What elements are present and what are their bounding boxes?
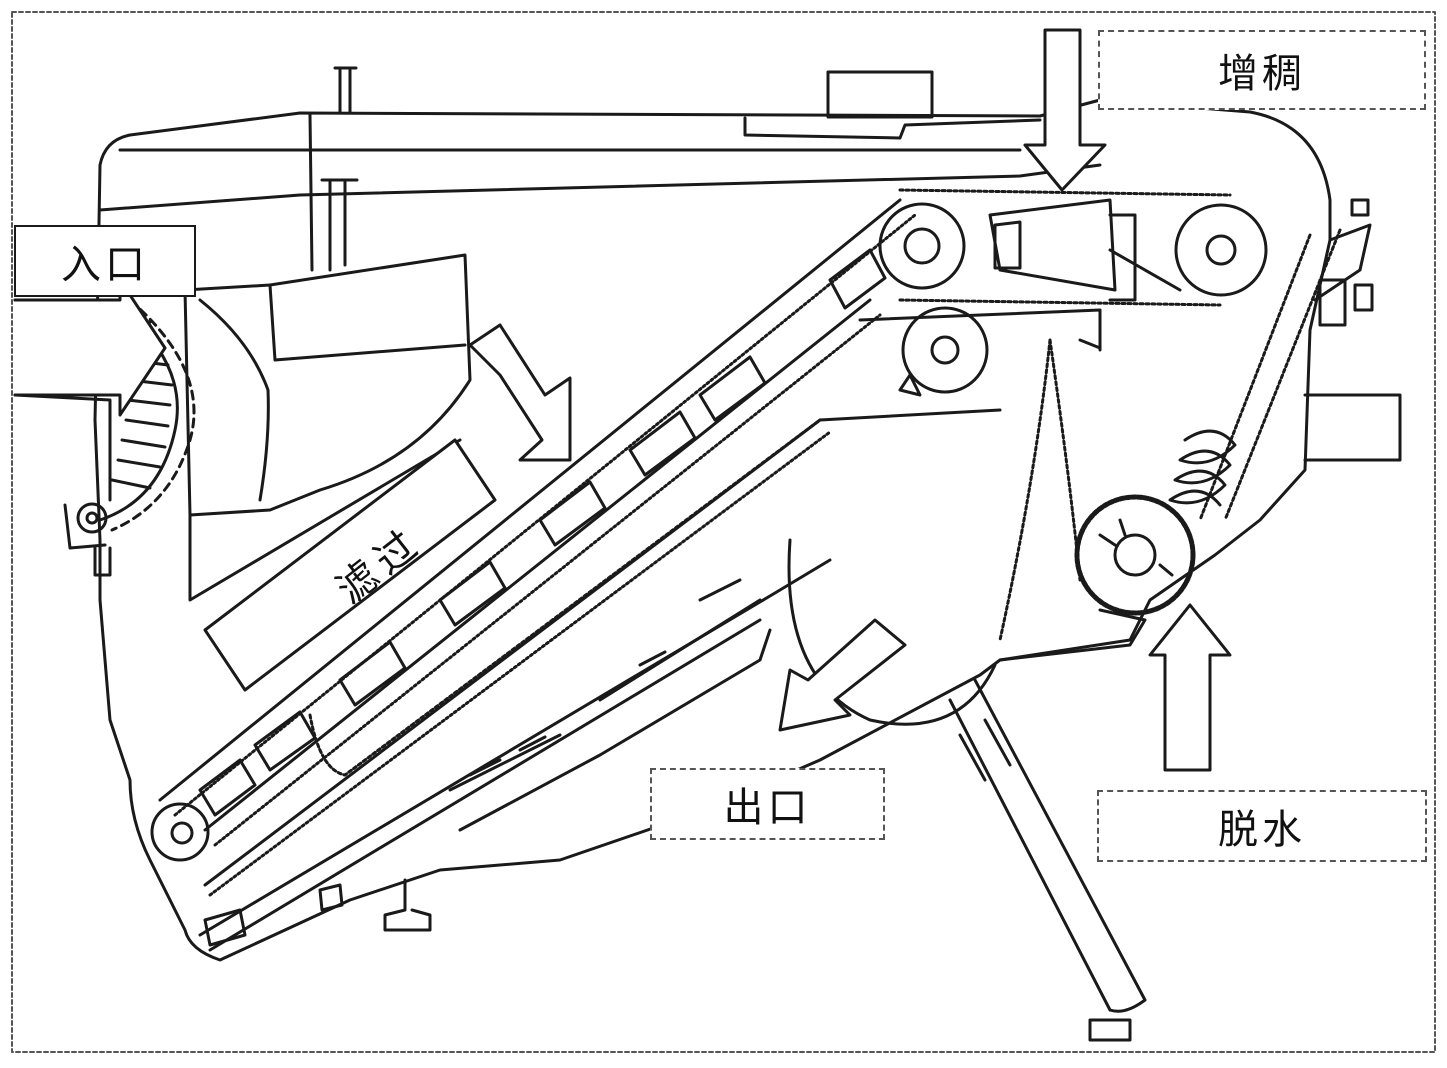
thickening-roller-left-hub xyxy=(903,227,941,265)
press-roller xyxy=(901,306,989,394)
side-bracket xyxy=(203,883,344,947)
dewatering-text: 脱水 xyxy=(1218,807,1306,853)
outlet-leg-detail xyxy=(958,718,1012,782)
right-side-belt xyxy=(1198,228,1342,522)
lower-chassis xyxy=(448,598,772,832)
inlet-pivot-center xyxy=(85,511,99,525)
conveyor-upper-rail xyxy=(158,198,902,802)
outer-frame xyxy=(11,11,1436,1053)
dewatering-arrow xyxy=(1148,603,1232,772)
dewatering-belt xyxy=(998,338,1082,642)
thickening-roller-left xyxy=(878,202,966,290)
tension-arm xyxy=(1108,213,1182,302)
inlet-pivot xyxy=(76,502,108,534)
inlet-text: 入口 xyxy=(61,242,149,288)
housing-top-line xyxy=(98,163,1102,212)
lower-bolts xyxy=(468,578,742,777)
inlet-bracket xyxy=(63,503,112,577)
thickening-roller-right-hub xyxy=(1205,234,1237,266)
hopper-funnel xyxy=(188,283,467,602)
dewatering-roller xyxy=(1074,494,1196,616)
dewatering-roller-hub xyxy=(1113,533,1157,577)
tail-pulley-hub xyxy=(170,821,194,845)
mount-post xyxy=(320,178,359,272)
right-housing-tabs xyxy=(1318,198,1374,327)
thickening-arrow xyxy=(1023,28,1107,192)
thickening-label: 增稠 xyxy=(1098,30,1426,110)
conveyor-mid-rail-2 xyxy=(213,313,882,847)
outlet-arrow xyxy=(778,618,907,732)
top-box xyxy=(826,70,934,119)
conveyor-belt-loop xyxy=(308,418,822,777)
inlet-drum-inner xyxy=(110,298,196,532)
outlet-leg-foot xyxy=(1088,1018,1132,1042)
conveyor-lower-rail-2 xyxy=(208,430,832,897)
filtration-arrow xyxy=(468,323,572,462)
dewatering-roller-spokes xyxy=(1098,518,1174,577)
conveyor-frame-bottom xyxy=(198,558,832,937)
thickening-belt xyxy=(898,188,1232,307)
tail-pulley xyxy=(150,802,210,862)
inlet-label: 入口 xyxy=(14,225,196,297)
press-frame xyxy=(858,308,1102,397)
top-cover-plate xyxy=(743,116,1042,140)
thickening-bracket xyxy=(988,198,1117,292)
discharge-lip xyxy=(998,608,1147,662)
outlet-chute xyxy=(787,538,997,726)
dewatering-spring xyxy=(1168,429,1237,507)
conveyor-frame-bottom-2 xyxy=(208,618,762,952)
right-housing-box xyxy=(1303,393,1402,462)
filtration-label-box xyxy=(203,438,497,692)
outlet-leg xyxy=(948,678,1147,1013)
inlet-arrow xyxy=(13,278,167,417)
filtration-hopper xyxy=(183,253,472,517)
front-foot xyxy=(383,878,432,932)
vent-pipe xyxy=(333,66,358,114)
housing-inner-top xyxy=(118,113,1022,272)
conveyor-assembly xyxy=(150,198,1002,952)
hopper-curve xyxy=(198,298,270,502)
thickening-roller-right xyxy=(1174,203,1268,297)
dewatering-label: 脱水 xyxy=(1097,790,1427,862)
thickening-text: 增稠 xyxy=(1218,51,1306,97)
right-housing-edge xyxy=(1313,223,1372,302)
outlet-text: 出口 xyxy=(723,785,812,831)
outlet-label: 出口 xyxy=(650,768,885,840)
press-roller-hub xyxy=(930,335,960,365)
